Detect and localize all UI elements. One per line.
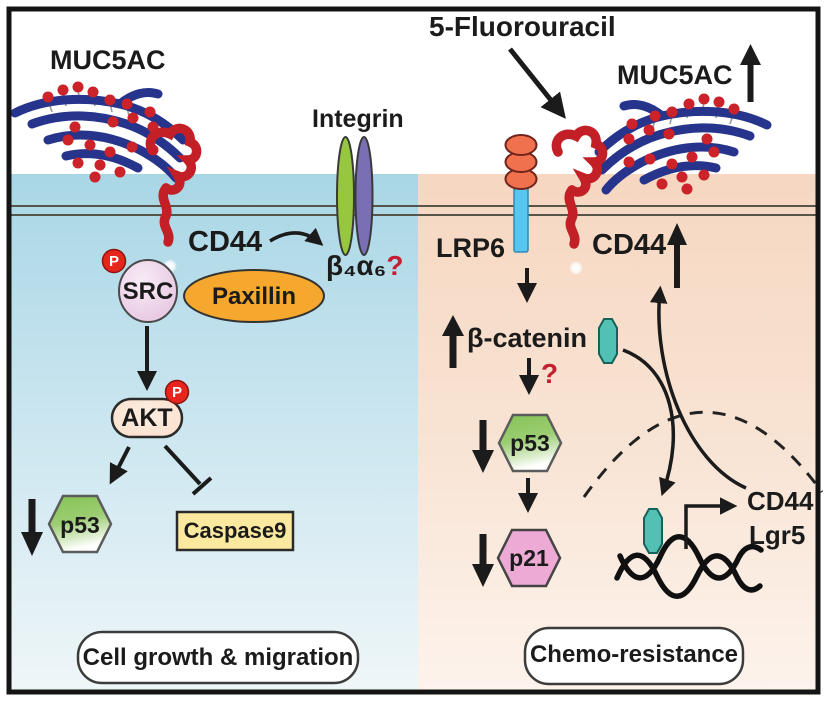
target-gene-lgr5-label: Lgr5 <box>749 520 806 550</box>
lrp6-label: LRP6 <box>436 233 506 263</box>
transcription-arrow <box>684 497 738 549</box>
cd44-label-left: CD44 <box>188 226 263 258</box>
muc5ac-label-right: MUC5AC <box>617 60 733 90</box>
beta-catenin-up-arrow <box>442 315 464 368</box>
nucleus-to-cd44-arrow <box>649 285 747 490</box>
caspase9-label: Caspase9 <box>183 518 287 543</box>
cd44-label-right: CD44 <box>592 229 667 261</box>
beta-catenin-to-nucleus-arrow <box>622 348 676 497</box>
integrin-label: Integrin <box>312 105 404 133</box>
fluorouracil-arrow <box>508 47 566 119</box>
chemo-resistance-outcome-box <box>523 626 745 686</box>
akt-to-p53-arrow <box>109 446 131 485</box>
integrin-dimer <box>336 136 374 256</box>
target-gene-cd44-label: CD44 <box>747 486 814 516</box>
phospho-badge-akt <box>164 379 190 405</box>
cd44-up-arrow <box>667 223 687 288</box>
lrp6-receptor <box>504 134 538 253</box>
left-cell-region <box>10 174 418 691</box>
dna-helix <box>614 534 764 599</box>
src-kinase <box>101 248 178 323</box>
integrin-subunits-label: β₄α₆? <box>326 250 404 281</box>
cd44-to-integrin-arrow <box>269 227 324 246</box>
uncertainty-mark-right: ? <box>541 358 559 389</box>
fluorouracil-label: 5-Fluorouracil <box>429 11 616 42</box>
figure-frame <box>6 6 821 695</box>
chemo-resistance-outcome-label: Chemo-resistance <box>529 641 739 668</box>
p53-down-indicator-left <box>21 499 43 556</box>
paxillin-label: Paxillin <box>211 283 297 310</box>
paxillin-shape <box>183 269 325 323</box>
muc5ac-label-left: MUC5AC <box>50 45 166 75</box>
p21-down-indicator <box>472 534 494 587</box>
caspase9-box <box>175 510 295 552</box>
p53-label-left: p53 <box>60 512 100 538</box>
beta-catenin-label: β-catenin <box>467 323 587 353</box>
uncertainty-mark-left: ? <box>386 250 404 281</box>
plasma-membrane <box>10 205 817 216</box>
muc5ac-up-arrow <box>740 44 761 102</box>
p53-hexagon-right <box>497 413 563 473</box>
akt-inhibits-caspase9 <box>163 444 213 496</box>
cell-growth-outcome-box <box>76 630 360 685</box>
src-label: SRC <box>122 278 174 305</box>
phospho-label-akt: P <box>171 384 182 401</box>
akt-kinase <box>110 379 190 439</box>
akt-label: AKT <box>121 404 173 432</box>
p21-label: p21 <box>509 545 549 571</box>
nucleus-boundary <box>582 410 824 498</box>
cell-growth-outcome-label: Cell growth & migration <box>82 644 354 671</box>
p53-label-right: p53 <box>510 430 550 456</box>
p53-hexagon-left <box>47 494 113 554</box>
p21-hexagon <box>496 528 562 588</box>
beta-catenin-nuclear-shape <box>643 508 663 554</box>
phospho-badge-src <box>101 248 127 274</box>
phospho-label-src: P <box>108 253 119 270</box>
beta-catenin-shape <box>598 318 618 364</box>
p53-down-indicator-right <box>472 420 494 473</box>
